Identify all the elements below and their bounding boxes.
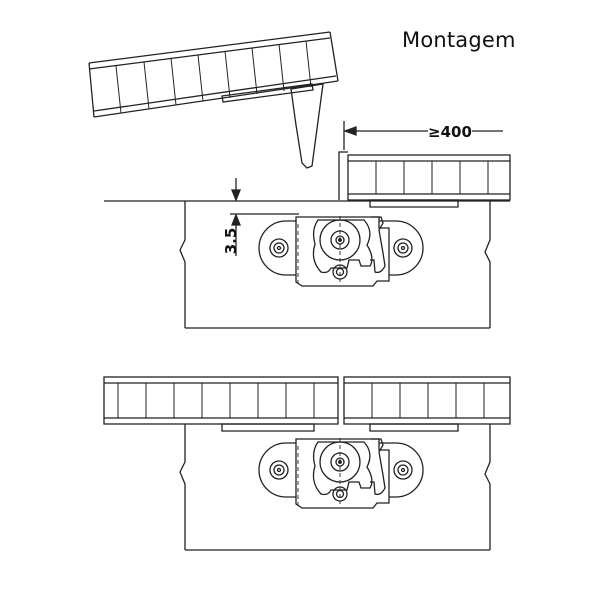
bottom-assembly <box>103 376 511 551</box>
dim-depth: 3.5 <box>222 178 299 256</box>
dim-min-distance-label: ≥400 <box>428 123 472 141</box>
middle-assembly: 3.5 <box>104 151 511 329</box>
tilted-board <box>88 31 339 169</box>
diagram-title: Montagem <box>402 28 516 52</box>
dim-min-distance: ≥400 <box>343 121 503 150</box>
dim-depth-label: 3.5 <box>222 228 240 255</box>
